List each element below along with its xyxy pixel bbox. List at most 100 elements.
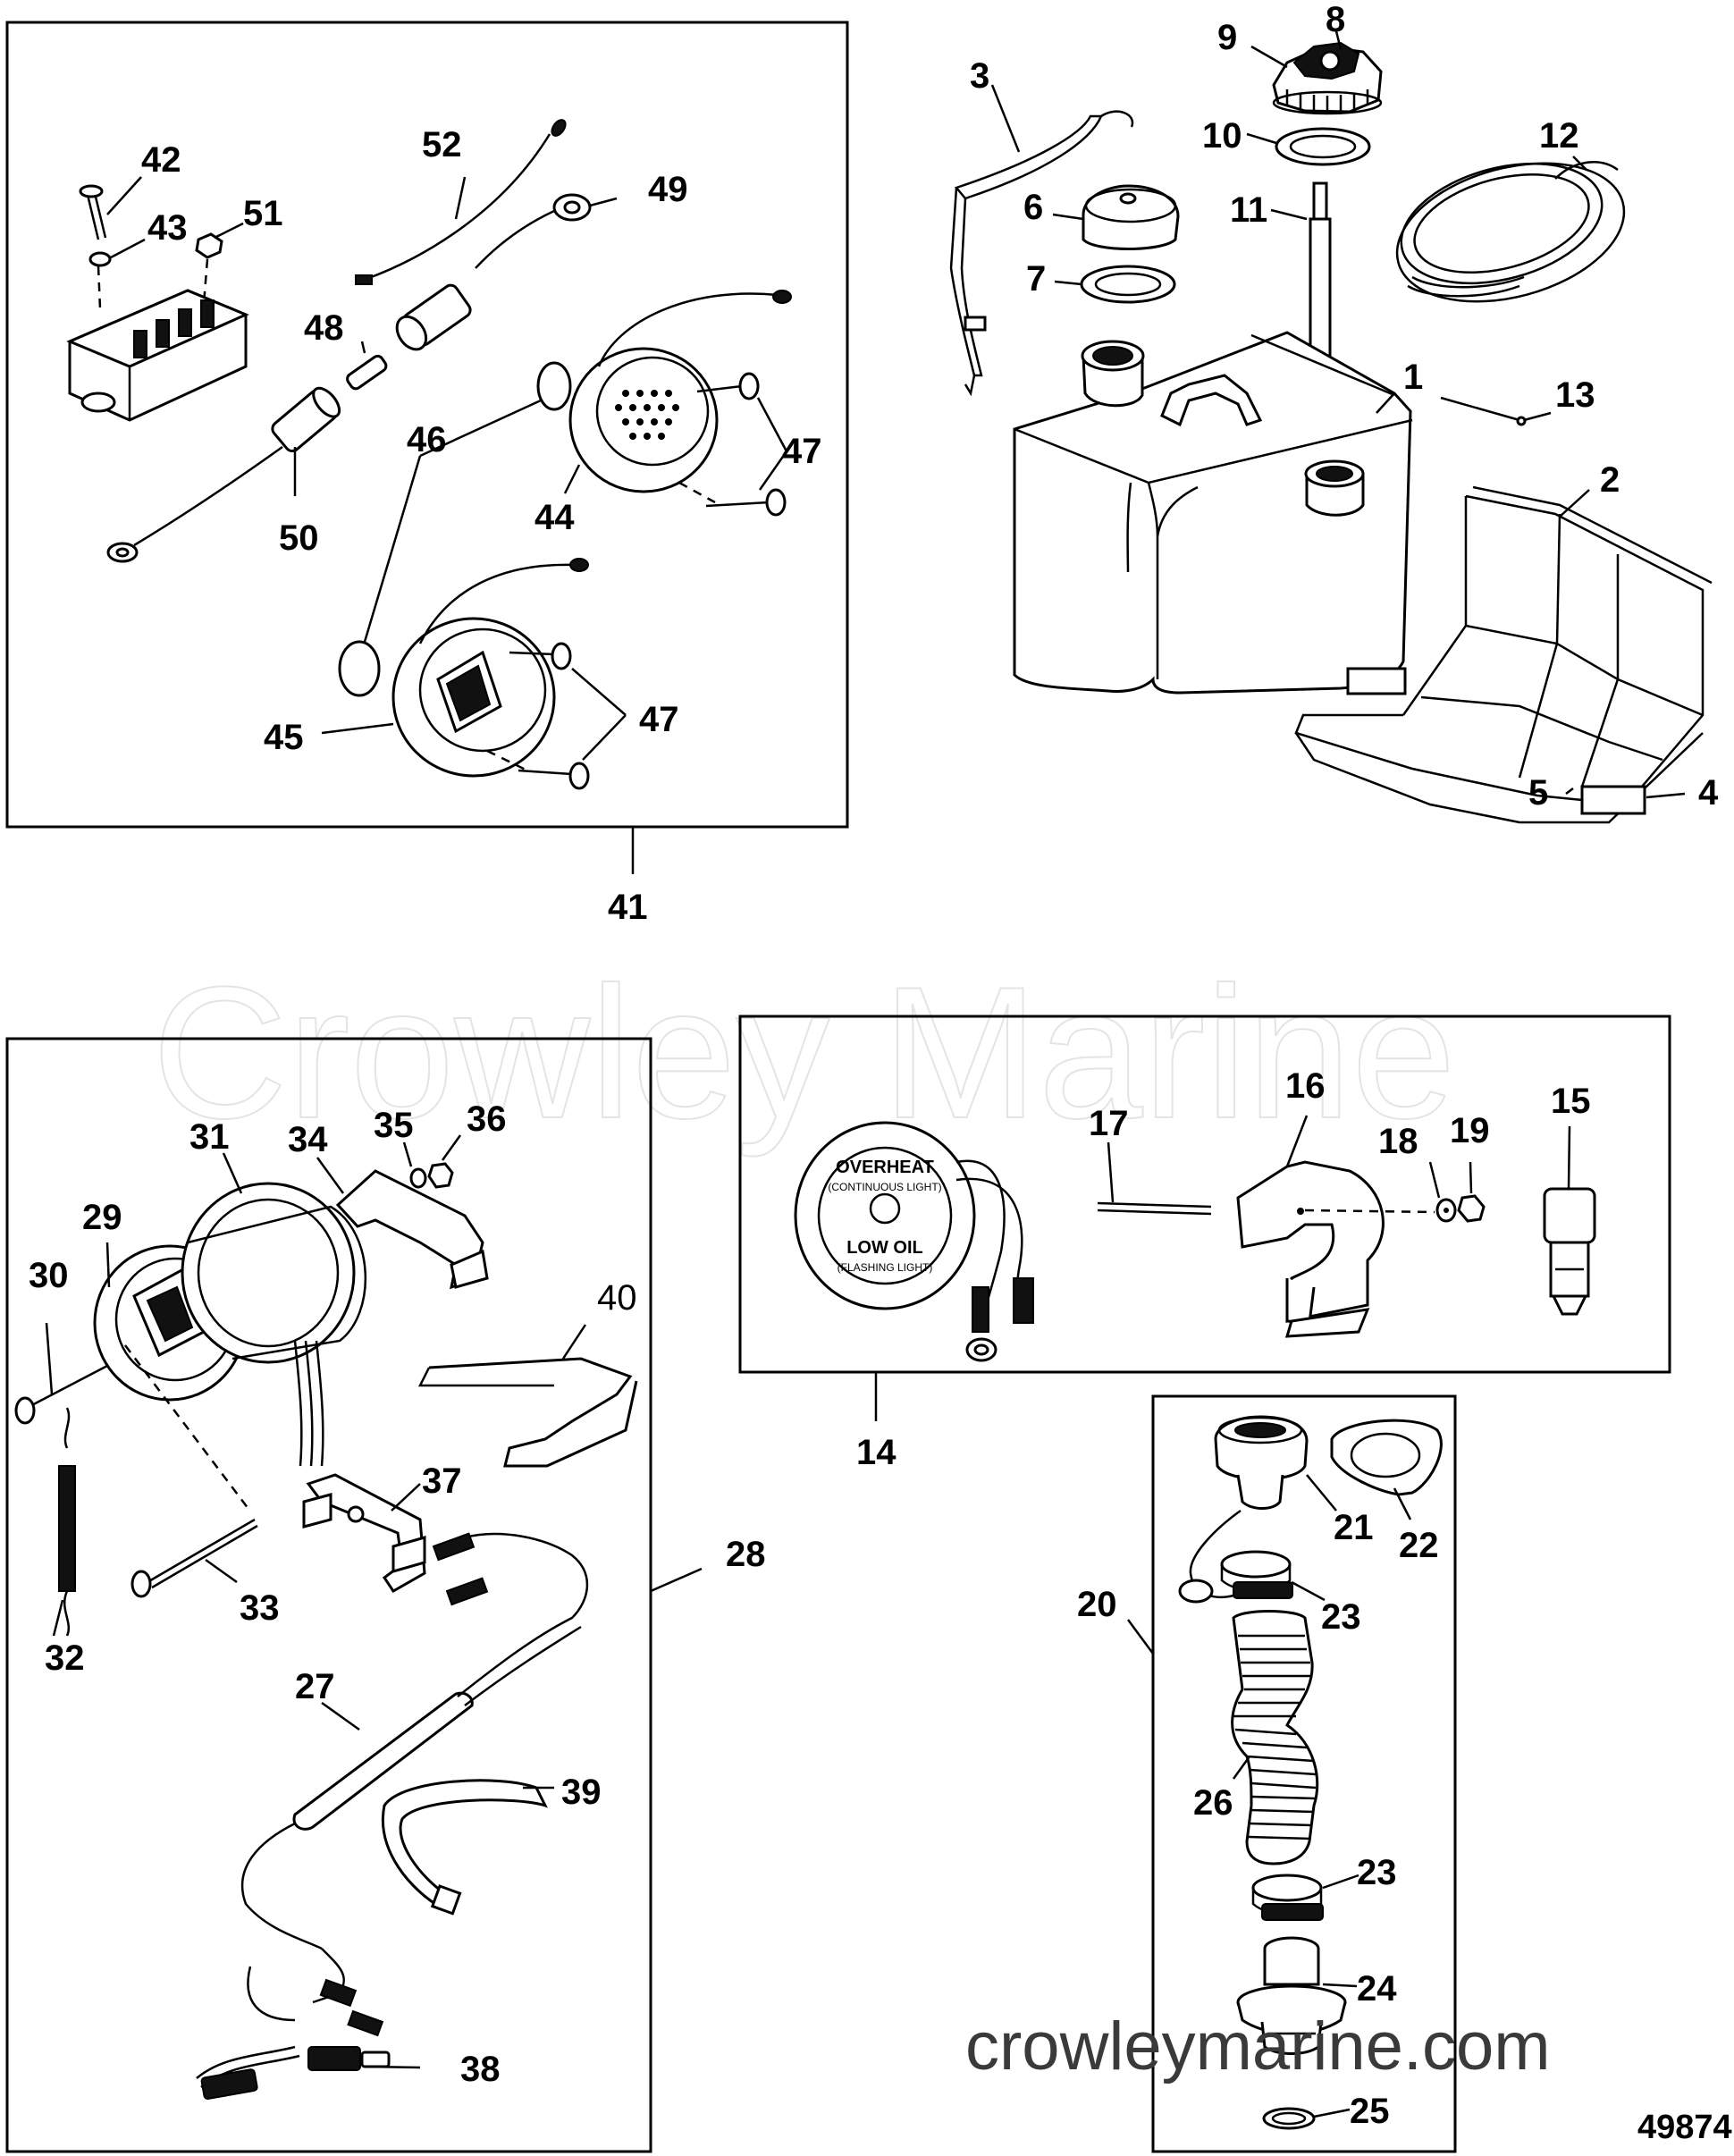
leader-7 xyxy=(1054,280,1082,286)
part-15-bulb xyxy=(1543,1187,1596,1316)
kit-box-14 xyxy=(738,1015,1671,1374)
callout-31: 31 xyxy=(189,1117,230,1157)
leader-20 xyxy=(1126,1619,1155,1655)
part-47-screws-upper xyxy=(696,372,787,517)
callout-3: 3 xyxy=(970,56,989,96)
dash-47-upper xyxy=(678,481,716,504)
part-23-clamp-lower xyxy=(1251,1874,1324,1921)
leader-47a-2 xyxy=(758,451,788,491)
callout-39: 39 xyxy=(561,1773,602,1812)
leader-37 xyxy=(391,1483,421,1512)
part-33-screw xyxy=(130,1518,258,1598)
leader-29 xyxy=(105,1242,111,1288)
leader-1 xyxy=(1376,392,1395,414)
part-19-nut xyxy=(1457,1194,1486,1223)
figure-number: 49874 xyxy=(1637,2109,1732,2146)
dash-42-43 xyxy=(97,265,102,309)
callout-8: 8 xyxy=(1326,0,1345,39)
part-17-stud xyxy=(1097,1201,1212,1209)
part-23-clamp-upper xyxy=(1220,1550,1293,1599)
leader-48 xyxy=(360,341,366,354)
leader-40 xyxy=(561,1324,587,1360)
part-16-bracket xyxy=(1236,1160,1385,1338)
part-26-hose xyxy=(1231,1610,1319,1865)
kit-box-41 xyxy=(5,21,849,829)
leader-28 xyxy=(650,1567,703,1593)
leader-3 xyxy=(990,84,1021,153)
part-6-filler-cap xyxy=(1082,184,1180,250)
leader-8 xyxy=(1334,30,1343,50)
callout-17: 17 xyxy=(1089,1104,1129,1143)
leader-4 xyxy=(1646,792,1686,799)
part-3-strap xyxy=(949,110,1134,397)
callout-47b: 47 xyxy=(639,700,679,739)
callout-47a: 47 xyxy=(782,432,822,471)
terminal-block xyxy=(66,289,249,422)
callout-14: 14 xyxy=(856,1433,896,1472)
part-40-clip xyxy=(417,1357,638,1468)
gauge-text-flashing: (FLASHING LIGHT) xyxy=(838,1261,933,1274)
callout-25: 25 xyxy=(1350,2092,1390,2131)
callout-41: 41 xyxy=(608,888,648,927)
callout-23a: 23 xyxy=(1321,1597,1361,1637)
part-46-oring-upper xyxy=(536,361,572,411)
callout-12: 12 xyxy=(1539,116,1579,156)
leader-51 xyxy=(214,222,244,240)
leader-19 xyxy=(1469,1161,1473,1194)
part-45-switch-panel xyxy=(391,558,589,778)
leader-17 xyxy=(1107,1141,1115,1203)
callout-16: 16 xyxy=(1285,1066,1326,1106)
leader-26 xyxy=(1232,1756,1251,1780)
leader-46-b xyxy=(363,455,422,643)
callout-24: 24 xyxy=(1357,1969,1397,2009)
callout-4: 4 xyxy=(1698,773,1719,813)
part-37-bracket xyxy=(302,1473,426,1593)
leader-21 xyxy=(1306,1474,1337,1512)
callout-13: 13 xyxy=(1555,375,1595,415)
part-48-fuse xyxy=(346,354,388,391)
callout-32: 32 xyxy=(45,1638,85,1678)
leader-11 xyxy=(1270,208,1308,221)
callout-43: 43 xyxy=(147,208,188,248)
part-27-harness xyxy=(240,1532,589,2037)
leader-15 xyxy=(1567,1125,1571,1190)
part-24-fitting xyxy=(1236,1936,1347,2055)
callout-5: 5 xyxy=(1528,773,1548,813)
part-30-screw xyxy=(14,1364,108,1425)
leader-27 xyxy=(321,1701,360,1731)
leader-2 xyxy=(1559,489,1590,518)
callout-35: 35 xyxy=(374,1106,414,1145)
leader-6 xyxy=(1052,213,1084,221)
callout-19: 19 xyxy=(1450,1111,1490,1150)
callout-27: 27 xyxy=(295,1667,335,1706)
callout-28: 28 xyxy=(726,1535,766,1574)
callout-37: 37 xyxy=(422,1461,462,1501)
part-25-oring xyxy=(1262,2107,1316,2130)
leader-9 xyxy=(1250,45,1288,69)
part-8-gauge xyxy=(1292,41,1360,80)
part-35-washer xyxy=(409,1167,427,1189)
leader-47a-1 xyxy=(756,397,788,452)
gauge-text-continuous: (CONTINUOUS LIGHT) xyxy=(828,1181,941,1193)
callout-52: 52 xyxy=(422,125,462,164)
part-46-oring-lower xyxy=(338,640,381,697)
gauge-text-low-oil: LOW OIL xyxy=(846,1238,923,1258)
leader-16 xyxy=(1285,1115,1309,1167)
wire-bundle xyxy=(293,1340,324,1467)
leader-31 xyxy=(222,1152,243,1194)
leader-24 xyxy=(1322,1983,1358,1988)
part-50-fuse-holder xyxy=(106,386,341,563)
dash-29-33 xyxy=(124,1344,249,1510)
callout-48: 48 xyxy=(304,308,344,348)
part-51-nut xyxy=(195,232,223,259)
callout-18: 18 xyxy=(1378,1122,1418,1161)
kit-box-28 xyxy=(5,1037,652,2153)
gauge-text-overheat: OVERHEAT xyxy=(836,1158,934,1177)
callout-29: 29 xyxy=(82,1198,122,1237)
part-1-fuel-tank xyxy=(1013,331,1413,695)
part-17-stud-b xyxy=(1097,1209,1212,1216)
callout-36: 36 xyxy=(467,1099,507,1139)
dash-16 xyxy=(1304,1209,1435,1214)
part-34-bracket xyxy=(335,1169,489,1290)
